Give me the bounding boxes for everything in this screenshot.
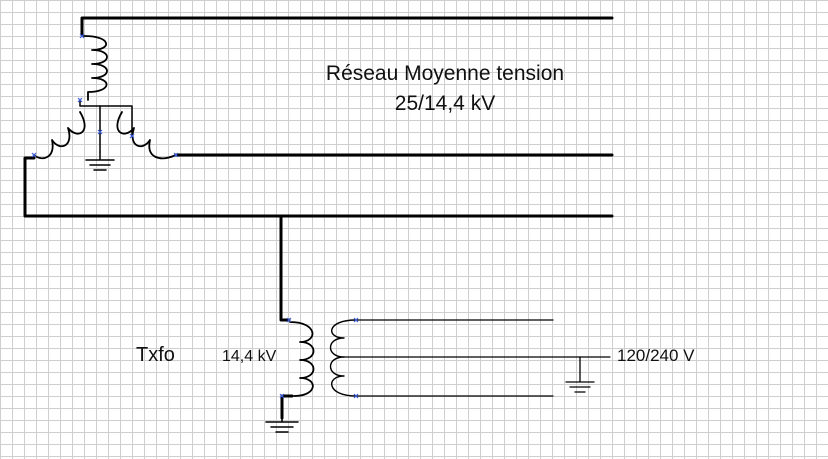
terminal-mark (79, 33, 85, 39)
transformer-label: Txfo (136, 344, 175, 366)
primary-ground-lead (280, 394, 294, 420)
primary-voltage-label: 14,4 kV (222, 348, 277, 365)
terminal-mark (353, 393, 359, 399)
secondary-voltage-label: 120/240 V (617, 346, 695, 365)
transformer-secondary-winding (329, 319, 357, 397)
terminal-mark (286, 317, 292, 323)
terminal-mark (77, 97, 83, 103)
terminal-mark (279, 393, 285, 399)
transformer-primary-winding (289, 321, 315, 397)
network-title: Réseau Moyenne tension (325, 62, 565, 85)
wye-neutral-bar (79, 99, 133, 137)
terminal-mark (353, 317, 359, 323)
transformer-feeder (279, 214, 291, 322)
wye-winding-right (116, 111, 177, 160)
terminal-mark (31, 152, 37, 158)
wye-winding-top (83, 35, 108, 101)
network-voltage: 25/14,4 kV (394, 92, 496, 115)
terminal-mark (129, 133, 135, 139)
phase-line-top (80, 16, 614, 37)
primary-ground-icon (265, 417, 299, 433)
terminal-mark (97, 129, 103, 135)
phase-line-bottom (23, 156, 614, 218)
source-ground-icon (85, 151, 115, 171)
secondary-ground-icon (565, 356, 595, 393)
terminal-mark (173, 152, 179, 158)
wye-winding-left (33, 111, 86, 160)
